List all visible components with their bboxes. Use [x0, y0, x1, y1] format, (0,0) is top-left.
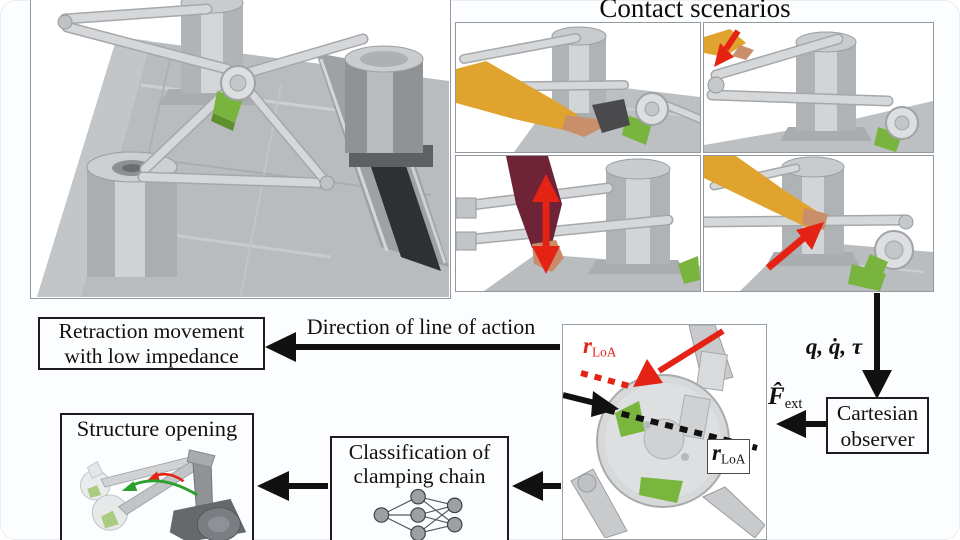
contact-photo-end-effector [455, 22, 701, 153]
opening-red-arrow [146, 471, 185, 483]
link-arms [57, 3, 369, 191]
joint-closeup-figure: rLoA rLoA [562, 324, 767, 540]
motor-block [169, 498, 247, 540]
contact-scenarios-title: Contact scenarios [599, 0, 791, 23]
r-loa-red-label: rLoA [583, 333, 617, 360]
fext-label: F̂ext [768, 383, 803, 413]
joint-to-classification-arrow [512, 471, 561, 501]
classification-box: Classification of clamping chain [330, 436, 509, 540]
classification-to-structure-arrow [257, 471, 328, 501]
classification-line1: Classification of [348, 440, 491, 464]
retraction-line2: with low impedance [64, 343, 239, 368]
robot-overview-photo [30, 0, 451, 299]
end-effector [211, 65, 256, 131]
fext-arrow [776, 410, 826, 438]
direction-of-loa-label: Direction of line of action [306, 314, 536, 339]
black-loa-arrow [563, 391, 619, 417]
held-object [592, 99, 630, 133]
neural-network-icon [373, 488, 463, 540]
joint-signals-label: q, q̇, τ [805, 334, 863, 359]
robot-overview-illustration [37, 0, 449, 297]
line-of-action-dotted [606, 407, 758, 451]
cartesian-observer-box: Cartesian observer [826, 397, 929, 454]
red-loa-arrow [633, 328, 725, 387]
push-force-arrow [765, 222, 824, 271]
cartesian-line1: Cartesian [836, 400, 919, 425]
green-segment [639, 477, 683, 503]
retraction-line1: Retraction movement [58, 318, 245, 343]
green-segment [615, 401, 645, 437]
contact-photo-distal-link [703, 22, 934, 153]
actuator-tower-bottom [86, 151, 178, 277]
opening-green-arrow [121, 479, 198, 497]
joint-closeup-illustration [563, 325, 765, 538]
contact-force-arrow [714, 29, 741, 67]
structure-opening-box: Structure opening [60, 413, 254, 540]
r-loa-black-label: rLoA [707, 439, 751, 474]
human-arm-yellow [456, 61, 630, 137]
contact-photo-push [703, 155, 934, 292]
structure-opening-title: Structure opening [76, 416, 238, 441]
structure-opening-illustration [80, 449, 247, 540]
clamping-double-arrow [532, 174, 560, 274]
retraction-box: Retraction movement with low impedance [38, 317, 265, 370]
contact-photo-clamping [455, 155, 701, 292]
classification-line2: clamping chain [353, 464, 486, 488]
red-loa-dotted [580, 370, 634, 390]
actuator-tower-rail [344, 45, 433, 167]
contact-scenarios-grid [455, 22, 935, 293]
cartesian-line2: observer [840, 426, 915, 451]
